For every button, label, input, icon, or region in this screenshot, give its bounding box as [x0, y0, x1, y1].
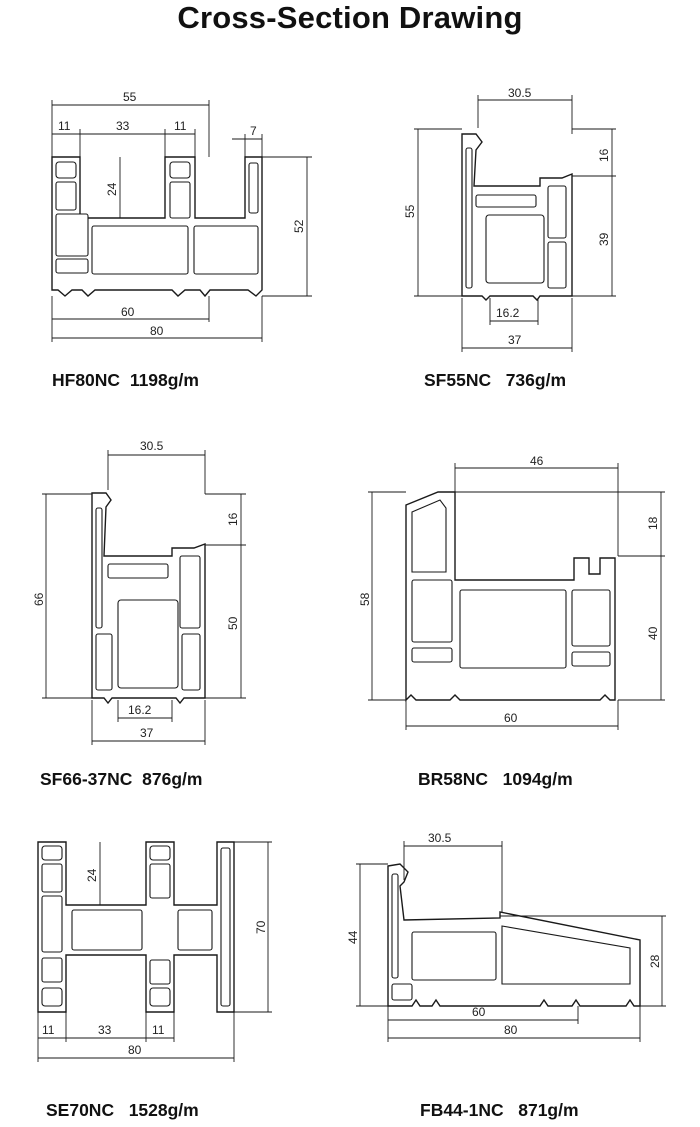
- caption-br58nc: BR58NC 1094g/m: [418, 769, 573, 790]
- profile-sf66-37nc-drawing: [91, 492, 206, 705]
- profile-weight: 736g/m: [505, 370, 567, 390]
- profile-weight: 871g/m: [518, 1100, 579, 1120]
- dim-hf80nc-55: 55: [123, 90, 137, 104]
- dim-sf66-16-2: 16.2: [128, 703, 152, 717]
- profile-se70nc-drawing: [37, 841, 235, 1013]
- profile-name: SF55NC: [424, 370, 492, 390]
- profile-br58nc-dimensions: 46 18 40 58 60: [358, 454, 665, 730]
- dim-sf66-66: 66: [32, 592, 46, 606]
- profile-weight: 1094g/m: [502, 769, 573, 789]
- profile-weight: 1528g/m: [128, 1100, 199, 1120]
- dim-se70-24: 24: [85, 868, 99, 882]
- profile-weight: 876g/m: [142, 769, 203, 789]
- profile-hf80nc-dimensions: 55 11 33 11 7 24 52 60 80: [51, 90, 312, 342]
- dim-sf55nc-39: 39: [597, 232, 611, 246]
- dim-br58-58: 58: [358, 592, 372, 606]
- profile-sf66-37nc-dimensions: 30.5 16 50 66 16.2 37: [32, 439, 246, 745]
- dim-se70-11b: 11: [152, 1023, 165, 1037]
- dim-hf80nc-60: 60: [121, 305, 135, 319]
- dim-br58-60: 60: [504, 711, 518, 725]
- profile-se70nc-dimensions: 24 70 11 33 11 80: [37, 841, 272, 1062]
- profile-fb44-1nc-dimensions: 30.5 44 28 60 80: [346, 831, 666, 1042]
- dim-se70-70: 70: [254, 920, 268, 934]
- dim-sf66-50: 50: [226, 616, 240, 630]
- dim-hf80nc-52: 52: [292, 219, 306, 233]
- dim-se70-80: 80: [128, 1043, 142, 1057]
- dim-se70-11a: 11: [42, 1023, 55, 1037]
- caption-fb44-1nc: FB44-1NC 871g/m: [420, 1100, 579, 1121]
- profile-br58nc-drawing: [405, 491, 616, 702]
- profile-name: BR58NC: [418, 769, 489, 789]
- dim-fb44-30-5: 30.5: [428, 831, 452, 845]
- dim-fb44-80: 80: [504, 1023, 518, 1037]
- dim-hf80nc-33: 33: [116, 119, 130, 133]
- dim-fb44-44: 44: [346, 930, 360, 944]
- dim-sf66-37: 37: [140, 726, 154, 740]
- dim-br58-46: 46: [530, 454, 544, 468]
- caption-sf55nc: SF55NC 736g/m: [424, 370, 566, 391]
- dim-sf55nc-37: 37: [508, 333, 522, 347]
- dim-br58-40: 40: [646, 626, 660, 640]
- dim-hf80nc-24: 24: [105, 182, 119, 196]
- dim-br58-18: 18: [646, 516, 660, 530]
- dim-hf80nc-80: 80: [150, 324, 164, 338]
- page-title: Cross-Section Drawing: [177, 0, 523, 35]
- dim-sf66-16: 16: [226, 512, 240, 526]
- profile-name: SF66-37NC: [40, 769, 133, 789]
- dim-fb44-60: 60: [472, 1005, 486, 1019]
- profile-name: FB44-1NC: [420, 1100, 504, 1120]
- dim-sf55nc-30-5: 30.5: [508, 86, 532, 100]
- profile-name: HF80NC: [52, 370, 121, 390]
- profile-weight: 1198g/m: [129, 370, 199, 390]
- profile-hf80nc-drawing: [51, 156, 263, 298]
- dim-sf55nc-55: 55: [403, 204, 417, 218]
- profile-sf55nc-drawing: [461, 133, 573, 302]
- profile-sf55nc-dimensions: 30.5 16 39 55 16.2 37: [403, 86, 616, 352]
- profile-fb44-1nc-drawing: [387, 863, 641, 1007]
- dim-sf66-30-5: 30.5: [140, 439, 164, 453]
- dim-sf55nc-16: 16: [597, 148, 611, 162]
- caption-sf66-37nc: SF66-37NC 876g/m: [40, 769, 202, 790]
- caption-hf80nc: HF80NC 1198g/m: [52, 370, 199, 391]
- dim-hf80nc-7: 7: [250, 124, 257, 138]
- profile-name: SE70NC: [46, 1100, 115, 1120]
- dim-se70-33: 33: [98, 1023, 112, 1037]
- caption-se70nc: SE70NC 1528g/m: [46, 1100, 199, 1121]
- dim-sf55nc-16-2: 16.2: [496, 306, 520, 320]
- dim-hf80nc-11b: 11: [174, 119, 187, 133]
- dim-fb44-28: 28: [648, 954, 662, 968]
- dim-hf80nc-11a: 11: [58, 119, 71, 133]
